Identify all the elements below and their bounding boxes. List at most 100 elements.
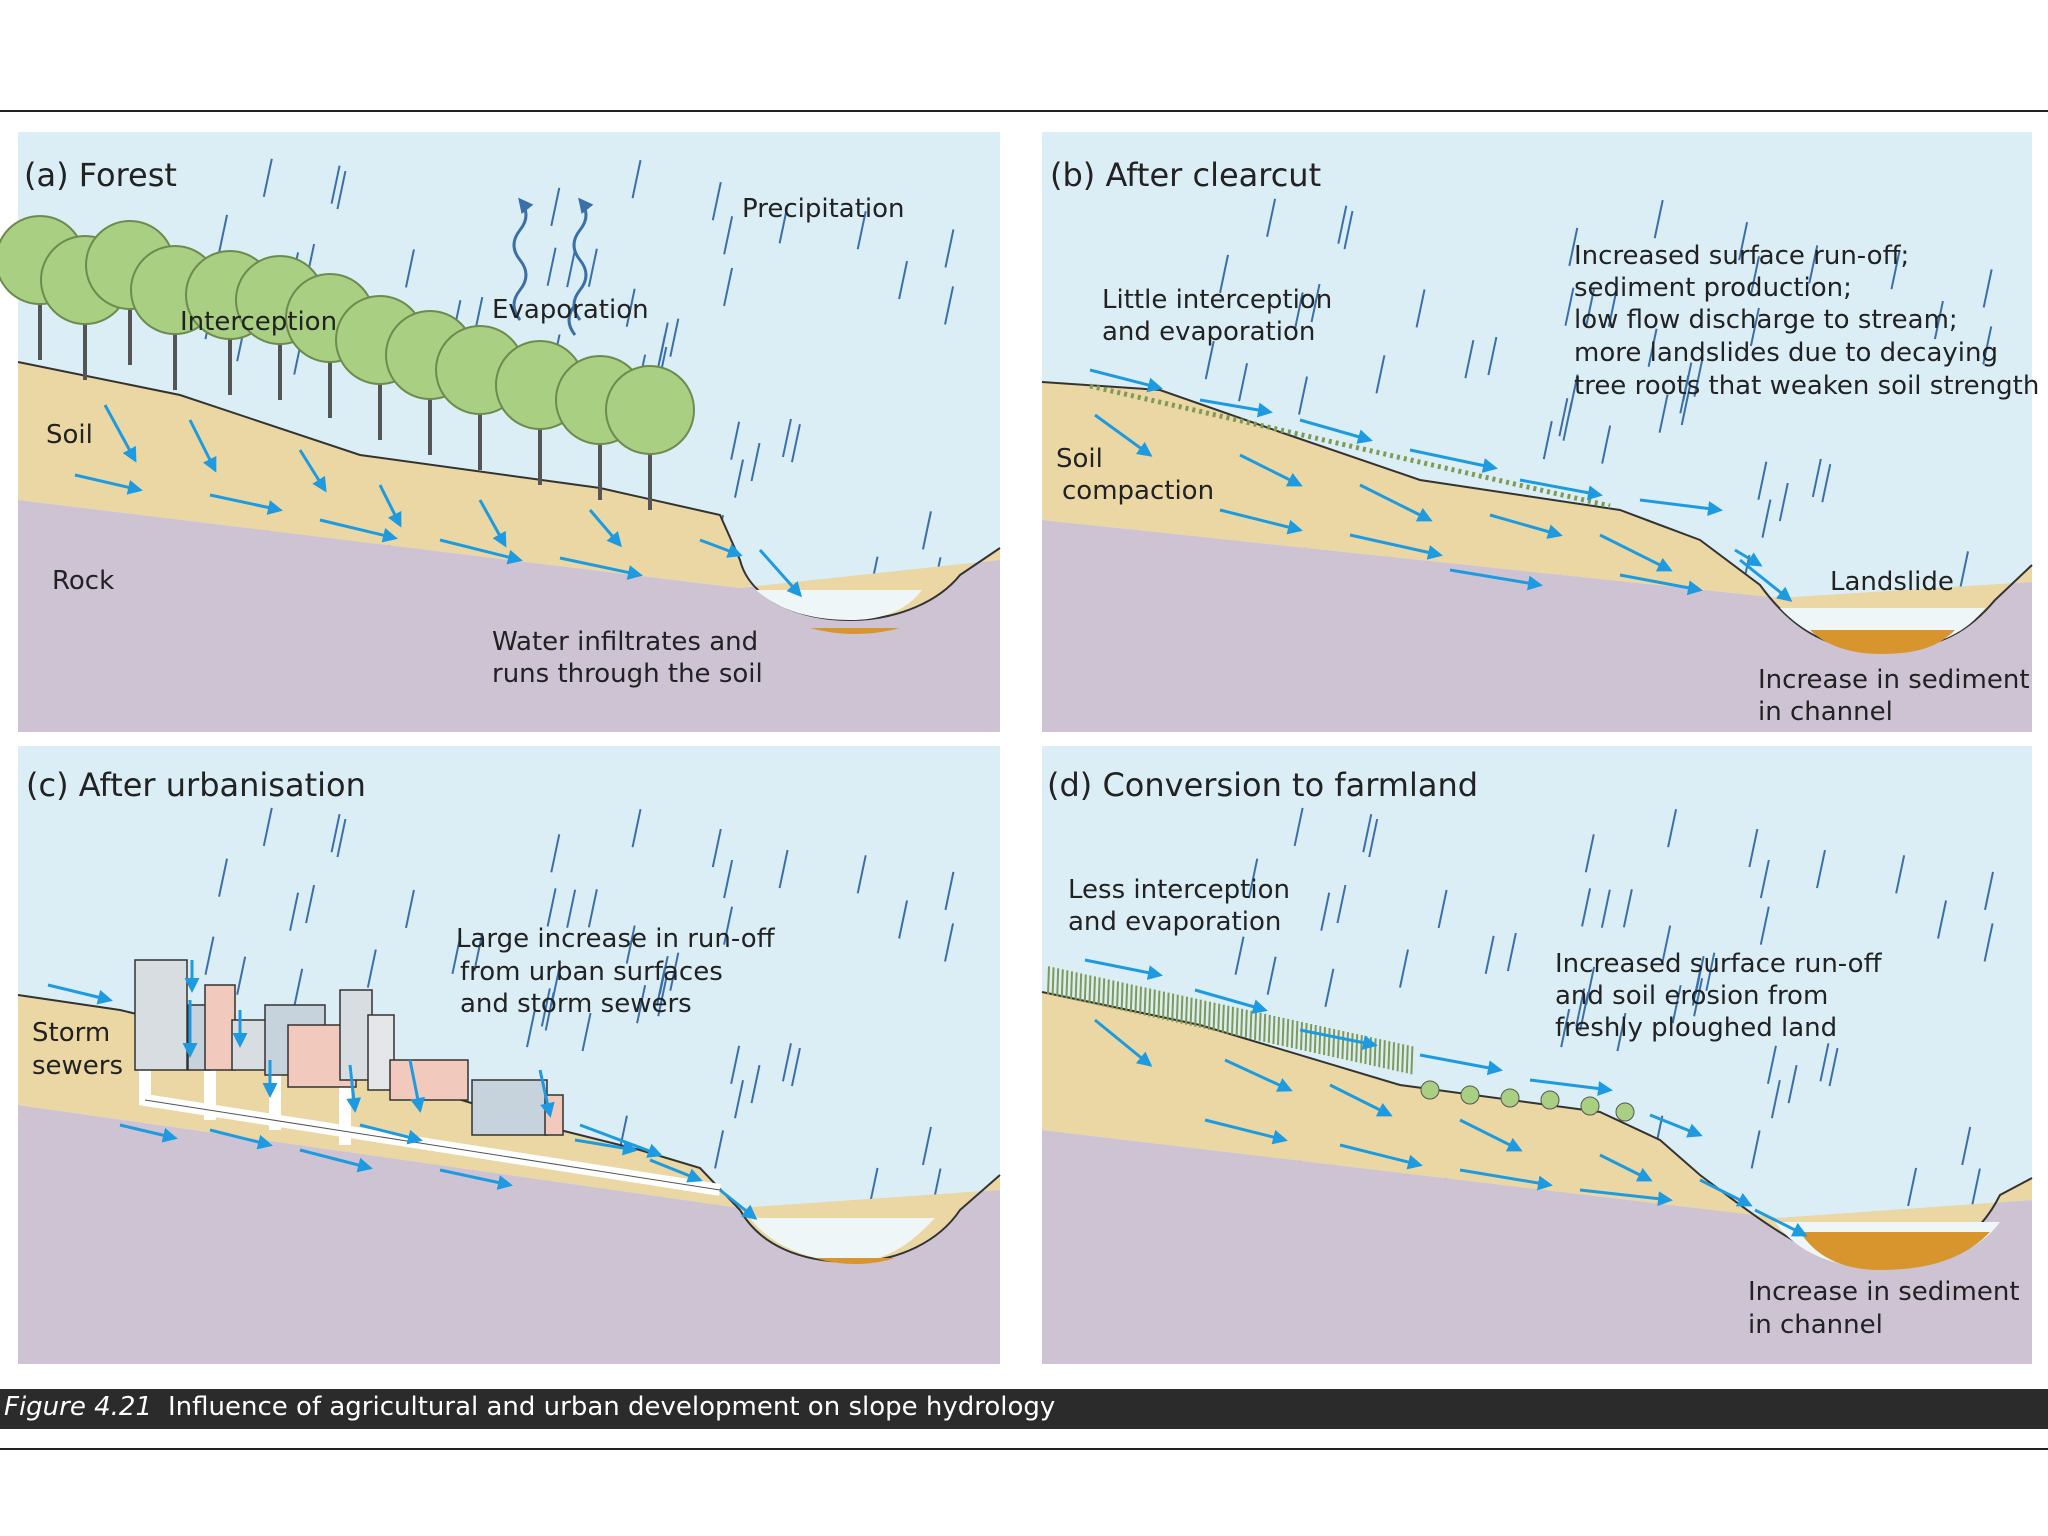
- rain-drop: [734, 1079, 744, 1119]
- panel-d-sediment-line-1: Increase in sediment: [1748, 1277, 2020, 1307]
- evaporation-label: Evaporation: [492, 295, 649, 325]
- flow-arrow: [209, 1128, 273, 1150]
- rain-drop: [218, 858, 229, 897]
- rain-drop: [218, 214, 229, 254]
- rain-drop: [1238, 362, 1249, 402]
- crop-stalk: [1134, 985, 1138, 1014]
- flow-arrow: [1619, 573, 1703, 596]
- rain-drop: [404, 889, 415, 929]
- flow-arrow: [699, 538, 743, 558]
- panel-b-interception-line-1: Little interception: [1102, 285, 1332, 315]
- rain-drop: [1811, 458, 1822, 498]
- rain-drop: [778, 205, 789, 244]
- crop-stalk: [1272, 1015, 1276, 1044]
- rain-drop: [1982, 326, 1993, 365]
- rain-drop: [723, 216, 734, 255]
- rain-drop: [1415, 289, 1426, 328]
- panel-b-effects-line-2: sediment production;: [1574, 273, 1852, 303]
- rain-drop: [289, 892, 300, 931]
- caption-bar: [0, 1389, 2048, 1429]
- flow-arrow: [346, 1064, 362, 1113]
- flow-arrow: [1579, 1188, 1673, 1207]
- flow-arrow: [1329, 1083, 1393, 1117]
- rain-drop: [1816, 849, 1826, 889]
- crop-stalk: [1318, 1025, 1322, 1055]
- infiltration-note-line-1: Water infiltrates and: [492, 627, 758, 657]
- crop-stalk: [1143, 987, 1147, 1016]
- crop-stalk: [1106, 979, 1110, 1008]
- soil-compaction-line-1: Soil: [1056, 444, 1103, 474]
- flow-arrow: [1089, 368, 1163, 393]
- panel-c-urbanisation: (c) After urbanisation Large increase in…: [17, 746, 1001, 1364]
- rain-drop: [1362, 814, 1373, 853]
- flow-arrow: [1734, 548, 1763, 567]
- rain-drop: [546, 888, 557, 927]
- crop-stalk: [1175, 994, 1179, 1023]
- crop-stalk: [1355, 1034, 1359, 1063]
- rain-drop: [790, 423, 801, 463]
- rain-drop: [1828, 1047, 1839, 1087]
- flow-arrow: [439, 538, 523, 565]
- flow-arrow: [579, 1123, 663, 1158]
- crop-stalk: [1392, 1042, 1395, 1071]
- flow-arrow: [1449, 568, 1543, 591]
- flow-arrow: [47, 983, 113, 1005]
- rain-drop: [750, 442, 761, 482]
- flow-arrow: [1459, 1118, 1523, 1152]
- crop-stalk: [1093, 976, 1096, 1005]
- rain-drop: [856, 210, 867, 250]
- flow-arrow: [1419, 1053, 1503, 1076]
- panel-d-channel-sediment: [1800, 1232, 1990, 1270]
- rain-drop: [723, 906, 734, 945]
- rain-drop: [944, 286, 955, 325]
- precipitation-label: Precipitation: [742, 194, 905, 224]
- rain-drop: [293, 968, 304, 1008]
- flow-arrow: [1359, 483, 1433, 522]
- panel-b-stubble: [1089, 383, 1611, 509]
- crop-stalk: [1401, 1044, 1405, 1073]
- panel-d-title: (d) Conversion to farmland: [1047, 766, 1478, 804]
- rain-drop: [1585, 966, 1596, 1006]
- evaporation-icon: [512, 197, 594, 336]
- crop-stalk: [1208, 1001, 1211, 1030]
- rain-drop: [1671, 984, 1682, 1024]
- flow-arrow: [1519, 478, 1603, 501]
- rain-drop: [944, 229, 955, 268]
- rain-drop: [1542, 420, 1553, 460]
- rain-drop: [1937, 900, 1948, 939]
- crop-stalk: [1410, 1046, 1414, 1075]
- crop-stalk: [1300, 1021, 1303, 1051]
- building-tall: [134, 959, 188, 1071]
- rain-drop: [781, 418, 792, 458]
- rain-drop: [1761, 499, 1772, 538]
- flow-arrow: [1204, 1118, 1288, 1145]
- rain-drop: [625, 925, 636, 964]
- shrub: [1540, 1090, 1560, 1110]
- crop-stalk: [1295, 1020, 1299, 1050]
- rain-drop: [587, 248, 598, 287]
- rain-drop: [1961, 1126, 1972, 1166]
- flow-arrow: [319, 518, 398, 543]
- crop-stalk: [1102, 978, 1106, 1007]
- rain-drop: [1653, 199, 1664, 239]
- runoff-note-line-3: and storm sewers: [460, 989, 692, 1019]
- rain-drop: [236, 956, 247, 995]
- rain-drop: [1819, 1043, 1830, 1082]
- crop-stalk: [1180, 995, 1184, 1024]
- crop-stalk: [1373, 1038, 1377, 1067]
- shrub: [1580, 1096, 1600, 1116]
- rain-drop: [1691, 967, 1702, 1006]
- panel-d-interception-line-2: and evaporation: [1068, 907, 1281, 937]
- figure-number: Figure 4.21: [4, 1392, 153, 1422]
- rain-drop: [944, 871, 955, 911]
- panel-c-rain: [204, 807, 955, 1215]
- crop-stalk: [1129, 984, 1133, 1013]
- rain-drop: [1568, 227, 1579, 267]
- flow-arrow: [1739, 558, 1793, 602]
- rain-drop: [1298, 376, 1309, 415]
- rain-drop: [1759, 859, 1770, 899]
- rain-drop: [587, 889, 598, 928]
- crop-stalk: [1217, 1003, 1221, 1032]
- rain-drop: [1336, 884, 1347, 924]
- crop-stalk: [1235, 1007, 1239, 1036]
